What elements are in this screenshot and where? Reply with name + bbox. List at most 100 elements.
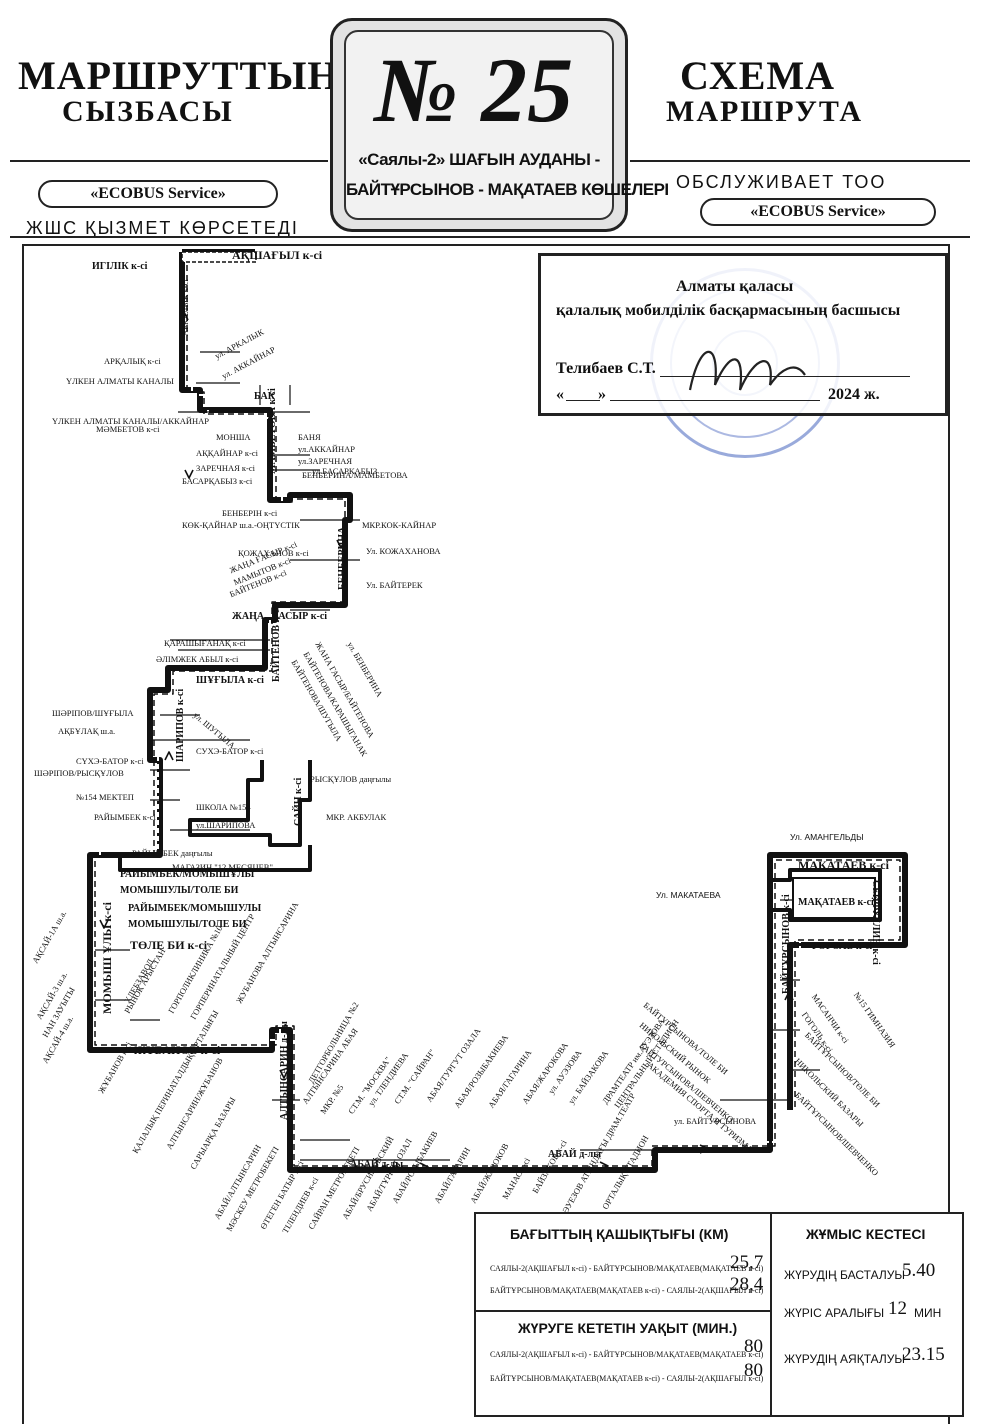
- map-label: ГОГОЛЬ к-сі: [812, 941, 873, 952]
- map-label: АЛТЫНСАРИН д-лы: [279, 1021, 290, 1120]
- map-label: АРҚАЛЫҚ к-сі: [104, 356, 161, 366]
- map-label: ЗАРЕЧНАЯ к-сі: [196, 463, 256, 473]
- terminus-bar-makataev: [792, 877, 876, 919]
- schedule-start-value: 5.40: [902, 1260, 936, 1281]
- map-label: ҚОЖАХАНОВ к-сі: [238, 548, 309, 558]
- approval-date-month-line: [610, 400, 820, 401]
- map-label: ҚАРАШЫҒАНАҚ к-сі: [164, 638, 246, 648]
- terminus-bar-top: [181, 251, 257, 263]
- map-label: МАҚАТАЕВ к-сі: [798, 858, 889, 872]
- map-label: РЫСҚҰЛОВ даңғылы: [310, 774, 392, 784]
- map-label: БЕНБЕРІН к-сі: [222, 508, 278, 518]
- map-label: ЖҰБАНОВ к-сі: [134, 1043, 221, 1057]
- map-label: ул.АККАЙНАР: [298, 444, 356, 454]
- map-label: ШӘРІПОВ/ШҰҒЫЛА: [52, 708, 134, 718]
- header-rule-bottom: [10, 236, 970, 238]
- title-russian-line2: МАРШРУТА: [666, 95, 864, 128]
- distance-row2-label: БАЙТҰРСЫНОВ/МАҚАТАЕВ(МАҚАТАЕВ к-сі) - СА…: [490, 1286, 764, 1295]
- direction-arrows: [99, 311, 794, 1172]
- schedule-end-value: 23.15: [902, 1344, 945, 1365]
- route-line-dashed: [94, 255, 901, 1167]
- title-kazakh-line2: СЫЗБАСЫ: [62, 95, 234, 128]
- map-label: ШӘРІПОВ/РЫСҚҰЛОВ: [34, 768, 124, 778]
- map-label: САЙН к-сі: [293, 777, 304, 826]
- map-label: ШКОЛА №154: [196, 802, 251, 812]
- duration-row1-value: 80: [744, 1336, 763, 1357]
- schedule-heading: ЖҰМЫС КЕСТЕСІ: [806, 1226, 926, 1242]
- cross-streets: [95, 351, 820, 1161]
- approval-box: [538, 253, 948, 416]
- map-label: РАЙЫМБЕК/МОМЫШҰЛЫ: [120, 869, 255, 880]
- approval-date-day-line: [566, 400, 600, 401]
- schedule-interval-label: ЖҮРІС АРАЛЫҒЫ: [784, 1306, 885, 1320]
- map-label: МАГАЗИН "12 МЕСЯЦЕВ": [172, 862, 273, 872]
- map-label: СҮХЭ-БАТОР к-сі: [76, 756, 144, 766]
- operator-caption-right: ОБСЛУЖИВАЕТ ТОО: [676, 172, 887, 192]
- info-divider-horizontal: [474, 1310, 770, 1312]
- map-label: ул.ЗАРЕЧНАЯ: [298, 456, 353, 466]
- map-label: БАСАРҚАБЫЗ к-сі: [182, 476, 253, 486]
- map-label: ӘЛІМЖЕК АБЫЛ к-сі: [156, 654, 239, 664]
- route-info-table: [474, 1212, 964, 1417]
- map-label: МКР. АКБУЛАК: [326, 812, 387, 822]
- map-label: БАК: [254, 391, 275, 402]
- map-label: БЕНБЕРИНА/МАМБЕТОВА: [302, 470, 408, 480]
- map-label: РАЙЫМБЕК даңғылы: [132, 848, 213, 858]
- signature-scribble: [688, 350, 806, 391]
- route-loop-makataev: [770, 868, 882, 922]
- map-label: МОМЫШУЛЫ/ТОЛЕ БИ: [120, 885, 239, 896]
- operator-pill-right: «ECOBUS Service»: [700, 198, 936, 226]
- map-label: ШҰҒЫЛА к-сі: [196, 675, 264, 686]
- map-label: Ул. МАКАТАЕВА: [656, 890, 721, 900]
- map-label: МКР.КОК-КАЙНАР: [362, 520, 437, 530]
- signature-line: [660, 376, 910, 377]
- map-label: ул.БАСАРКАБЫЗ: [312, 466, 378, 476]
- map-label: ИГІЛІК к-сі: [92, 261, 148, 272]
- map-label: АҚБҰЛАҚ ш.а.: [58, 726, 116, 736]
- map-label: МӘМБЕТОВ к-сі: [96, 424, 160, 434]
- map-label: СУХЭ-БАТОР к-сі: [196, 746, 264, 756]
- map-label: МОМЫШУЛЫ/ТОЛЕ БИ: [128, 919, 247, 930]
- operator-pill-left: «ECOBUS Service»: [38, 180, 278, 208]
- approval-line2: қалалық мобилділік басқармасының басшысы: [556, 302, 901, 319]
- map-label: Ул. КОЖАХАНОВА: [366, 546, 441, 556]
- map-label: ул. БАЙТУРСЫНОВА: [674, 1116, 757, 1126]
- title-kazakh-line1: МАРШРУТТЫҢ: [18, 53, 340, 98]
- title-russian-line1: СХЕМА: [680, 53, 836, 98]
- route-branch-raiymbek: [118, 845, 312, 872]
- schedule-interval-unit: МИН: [914, 1306, 942, 1320]
- route-line-inner: [99, 258, 896, 1163]
- map-label: Ул. АМАНГЕЛЬДЫ: [790, 832, 864, 842]
- distance-heading: БАҒЫТТЫҢ ҚАШЫҚТЫҒЫ (КМ): [510, 1226, 729, 1242]
- distance-row1-label: САЯЛЫ-2(АҚШАҒЫЛ к-сі) - БАЙТҰРСЫНОВ/МАҚА…: [490, 1264, 764, 1273]
- map-label: КӨК-ҚАЙНАР ш.а.-ОҢТҮСТІК: [182, 520, 300, 530]
- map-label: МАҚАТАЕВ к-сі: [798, 897, 874, 908]
- map-label: ҒАСЫР к-сі: [272, 611, 328, 622]
- route-description-line2: БАЙТҰРСЫНОВ - МАҚАТАЕВ КӨШЕЛЕРІ: [346, 180, 669, 199]
- map-label: БЕНБЕРИНА: [337, 526, 348, 590]
- duration-row2-label: БАЙТҰРСЫНОВ/МАҚАТАЕВ(МАҚАТАЕВ к-сі) - СА…: [490, 1374, 764, 1383]
- header-rule-right: [630, 160, 970, 162]
- approval-line1: Алматы қаласы: [676, 278, 794, 295]
- route-number: № 25: [374, 39, 574, 141]
- map-label: СЕЙФУЛЛИН к-сі: [870, 880, 881, 965]
- map-frame: [22, 244, 950, 1424]
- approval-year: 2024 ж.: [828, 386, 880, 403]
- map-label: МОНША: [216, 432, 251, 442]
- map-label: №154 МЕКТЕП: [76, 792, 134, 802]
- map-label: ҮЛКЕН АЛМАТЫ КАНАЛЫ/АККАЙНАР: [52, 416, 209, 426]
- duration-row1-label: САЯЛЫ-2(АҚШАҒЫЛ к-сі) - БАЙТҰРСЫНОВ/МАҚА…: [490, 1350, 764, 1359]
- approval-date-open: «: [556, 386, 564, 403]
- map-label: АБАЙ д-лы: [548, 1149, 602, 1160]
- map-label: РАЙЫМБЕК к-сі: [94, 812, 156, 822]
- map-label: ТӨЛЕ БИ к-сі: [130, 938, 208, 952]
- map-label: БАНЯ: [298, 432, 321, 442]
- map-label: МАМБЕТОВА к-сі: [267, 388, 278, 474]
- header-rule-left: [10, 160, 328, 162]
- duration-heading: ЖҮРУГЕ КЕТЕТІН УАҚЫТ (МИН.): [518, 1320, 738, 1336]
- schedule-start-label: ЖҮРУДІҢ БАСТАЛУЫ: [784, 1268, 905, 1282]
- duration-row2-value: 80: [744, 1360, 763, 1381]
- route-description-line1: «Саялы-2» ШАҒЫН АУДАНЫ -: [358, 150, 600, 169]
- schedule-end-label: ЖҮРУДІҢ АЯҚТАЛУЫ: [784, 1352, 906, 1366]
